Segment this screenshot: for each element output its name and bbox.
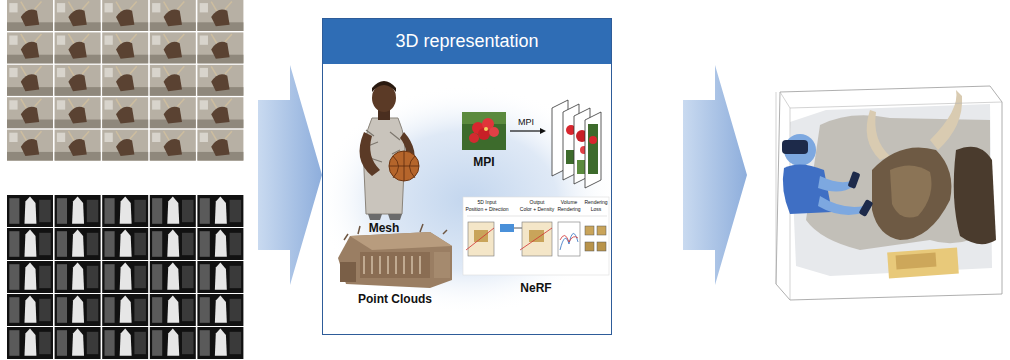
depth-grid (7, 195, 243, 359)
mesh-figure (360, 81, 420, 220)
figure-annotation: Volume (561, 200, 578, 206)
figure-annotation: Position + Direction (465, 207, 508, 213)
panel-box: 3D representation (322, 18, 612, 335)
figure-caption: Point Clouds (358, 293, 432, 306)
panel-heading: 3D representation (323, 19, 611, 64)
figure-caption: NeRF (520, 282, 551, 295)
figure-annotation: Output (529, 200, 544, 206)
flow-arrow (683, 65, 747, 285)
image-grid (7, 0, 243, 161)
nerf-figure (463, 197, 609, 275)
panel-glow (317, 85, 617, 315)
figure-annotation: Loss (591, 207, 602, 213)
vr-scene (776, 86, 1002, 300)
figure-annotation: Rendering (557, 207, 580, 213)
figure-annotation: Rendering (584, 200, 607, 206)
figure-annotation: 5D Input (478, 200, 497, 206)
figure-caption: MPI (518, 118, 534, 128)
figure-annotation: Color + Density (520, 207, 554, 213)
figure-caption: Mesh (369, 222, 400, 235)
flow-arrow (258, 65, 322, 285)
figure-caption: MPI (473, 156, 494, 169)
mpi-figure (462, 100, 601, 188)
